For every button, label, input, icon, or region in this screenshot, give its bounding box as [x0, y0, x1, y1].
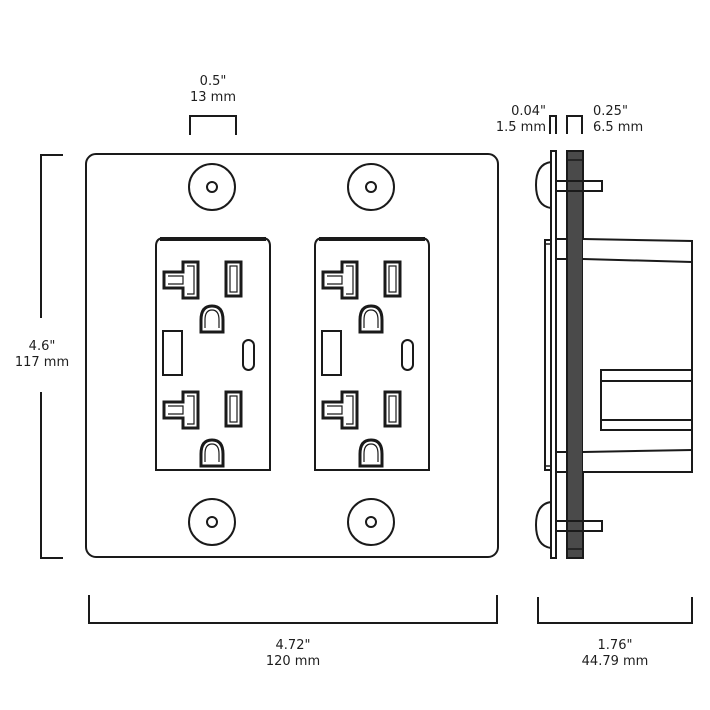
dim-height-bracket-bottom	[40, 392, 63, 559]
strap-thickness-mm: 6.5 mm	[593, 120, 644, 135]
width-mm: 120 mm	[265, 654, 321, 669]
depth-mm: 44.79 mm	[581, 654, 649, 669]
t-slot-neutral	[162, 390, 200, 430]
side-view	[534, 150, 693, 559]
receptacle-right	[313, 236, 431, 472]
side-screw-head-bottom	[534, 501, 552, 549]
label-width: 4.72" 120 mm	[243, 638, 343, 670]
label-screw-gap: 0.5" 13 mm	[168, 74, 258, 106]
label-strap-thickness: 0.25" 6.5 mm	[593, 104, 673, 136]
side-screw-head-top	[534, 161, 552, 209]
ground-hole	[199, 438, 225, 468]
wall-plate	[85, 153, 499, 558]
depth-inches: 1.76"	[597, 638, 633, 653]
receptacle-left	[155, 237, 271, 471]
dim-depth-bracket	[537, 597, 693, 624]
width-inches: 4.72"	[275, 638, 311, 653]
strap-thickness-inches: 0.25"	[593, 104, 628, 119]
ground-hole	[199, 304, 225, 334]
screw-gap-inches: 0.5"	[199, 74, 227, 89]
screw-top-left	[188, 163, 236, 211]
outlet-upper	[162, 260, 243, 334]
dim-screw-gap-bracket	[189, 115, 237, 135]
screw-bottom-right	[347, 498, 395, 546]
screw-gap-mm: 13 mm	[189, 90, 236, 105]
plate-thickness-mm: 1.5 mm	[495, 120, 546, 135]
usb-port	[162, 330, 183, 376]
receptacle-face-profile	[544, 239, 552, 471]
indicator-light	[242, 339, 255, 371]
mounting-strap	[566, 150, 584, 559]
receptacle-body	[582, 238, 693, 473]
slot-hot	[224, 390, 243, 428]
plate-thickness-inches: 0.04"	[511, 104, 546, 119]
label-height: 4.6" 117 mm	[0, 339, 84, 371]
outlet-lower	[162, 390, 243, 468]
screw-top-right	[347, 163, 395, 211]
dim-height-bracket-top	[40, 154, 63, 318]
label-depth: 1.76" 44.79 mm	[565, 638, 665, 670]
slot-hot	[224, 260, 243, 298]
screw-bottom-left	[188, 498, 236, 546]
t-slot-neutral	[162, 260, 200, 300]
height-mm: 117 mm	[14, 355, 70, 370]
height-inches: 4.6"	[28, 339, 56, 354]
front-view	[85, 153, 499, 558]
dim-strap-thickness-bracket	[566, 115, 583, 134]
label-plate-thickness: 0.04" 1.5 mm	[470, 104, 546, 136]
dim-width-bracket	[88, 595, 498, 624]
dim-plate-thickness-bracket	[549, 115, 557, 134]
